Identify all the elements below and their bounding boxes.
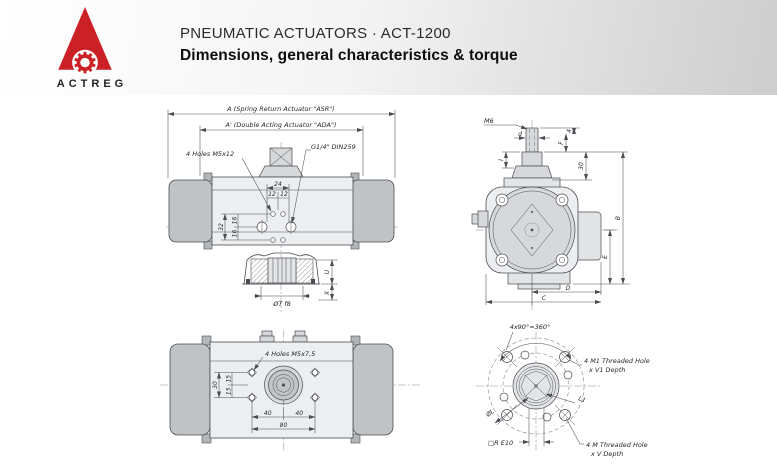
title-block: PNEUMATIC ACTUATORS · ACT-1200 Dimension…	[180, 25, 518, 65]
outer-pitch-circle	[487, 337, 585, 435]
shaft-boss	[264, 365, 303, 405]
dim-4: 4	[566, 129, 573, 133]
holes-label: 4 Holes M5x7,5	[265, 350, 315, 358]
bolt-circle	[502, 352, 570, 420]
air-port-fittings	[259, 330, 308, 343]
dim-d: d	[518, 131, 522, 138]
dim-30: 30	[578, 162, 585, 170]
logo-triangle	[58, 7, 112, 70]
dim-15b: 15	[226, 387, 233, 395]
dim-40b: 40	[295, 410, 303, 417]
bottom-step	[517, 283, 561, 290]
mounting-holes	[247, 367, 320, 403]
dim-40a: 40	[264, 410, 272, 417]
dim-12b: 12	[280, 191, 288, 198]
dim-32: 32	[218, 223, 225, 231]
mounting-holes	[256, 211, 297, 243]
shaft-cap	[258, 147, 304, 178]
dim-c: C	[542, 295, 547, 302]
dim-ol: ØL	[484, 408, 495, 419]
diamond-logo	[510, 203, 554, 257]
dim-b: B	[615, 216, 622, 220]
page-header: ACTREG PNEUMATIC ACTUATORS · ACT-1200 Di…	[0, 0, 777, 95]
m1-label-1: 4 M1 Threaded Hole	[584, 357, 650, 365]
end-cap-right	[350, 172, 395, 250]
dim-12a: 12	[268, 191, 276, 198]
page-title: PNEUMATIC ACTUATORS · ACT-1200	[180, 25, 451, 42]
holes-label: 4 Holes M5x12	[186, 150, 234, 158]
dim-15a: 15	[226, 375, 233, 383]
dim-u: U	[324, 269, 331, 274]
actreg-logo-icon	[58, 7, 112, 76]
end-cap-left	[168, 172, 213, 250]
dim-16b: 16	[232, 230, 239, 238]
drawing-side-view: A (Spring Return Actuator "ASR") A' (Dou…	[166, 105, 400, 312]
dim-x: X	[324, 290, 331, 296]
dim-24: 24	[274, 181, 282, 188]
top-shaft	[503, 127, 561, 189]
logo-gear	[72, 49, 98, 76]
dim-a-alt-label: A' (Double Acting Actuator "ADA")	[225, 121, 337, 129]
drawing-flange-view: 4x90°=360° 4 M1 Threaded Hole x V1 Depth…	[476, 323, 650, 458]
drawing-bottom-view: 4 Holes M5x7,5 30 15 15 40 40 80	[160, 330, 421, 450]
drawing-end-view: M6 d 4 F 30 I B E D C	[471, 117, 630, 312]
m1-label-2: x V1 Depth	[588, 366, 625, 374]
shaft-cross-section	[242, 252, 320, 285]
thread-label2: M6	[484, 117, 494, 125]
dim-i: I	[498, 159, 505, 161]
actuator-end-body	[471, 186, 579, 274]
dim-f: F	[558, 141, 565, 145]
dim-16a: 16	[232, 217, 239, 225]
page-subtitle: Dimensions, general characteristics & to…	[180, 47, 518, 64]
dim-l1: L1	[577, 395, 586, 404]
dim-30: 30	[212, 381, 219, 389]
shaft-bore	[512, 362, 560, 410]
dim-80: 80	[280, 422, 288, 429]
angle-arc	[499, 342, 572, 362]
end-cap-left	[169, 335, 212, 444]
square-drive-label: □R E10	[488, 439, 513, 447]
angle-label: 4x90°=360°	[510, 323, 551, 331]
dim-shaft-bore: ØT f8	[272, 300, 291, 308]
end-cap-right	[350, 335, 394, 444]
dim-a-label: A (Spring Return Actuator "ASR")	[226, 105, 335, 113]
dim-dd: D	[566, 285, 571, 292]
dim-e: E	[602, 255, 609, 259]
m-label-1: 4 M Threaded Hole	[586, 441, 648, 449]
m-label-2: x V Depth	[590, 450, 623, 458]
logo-wordmark: ACTREG	[56, 78, 128, 90]
port-label: G1/4" DIN259	[311, 143, 356, 151]
